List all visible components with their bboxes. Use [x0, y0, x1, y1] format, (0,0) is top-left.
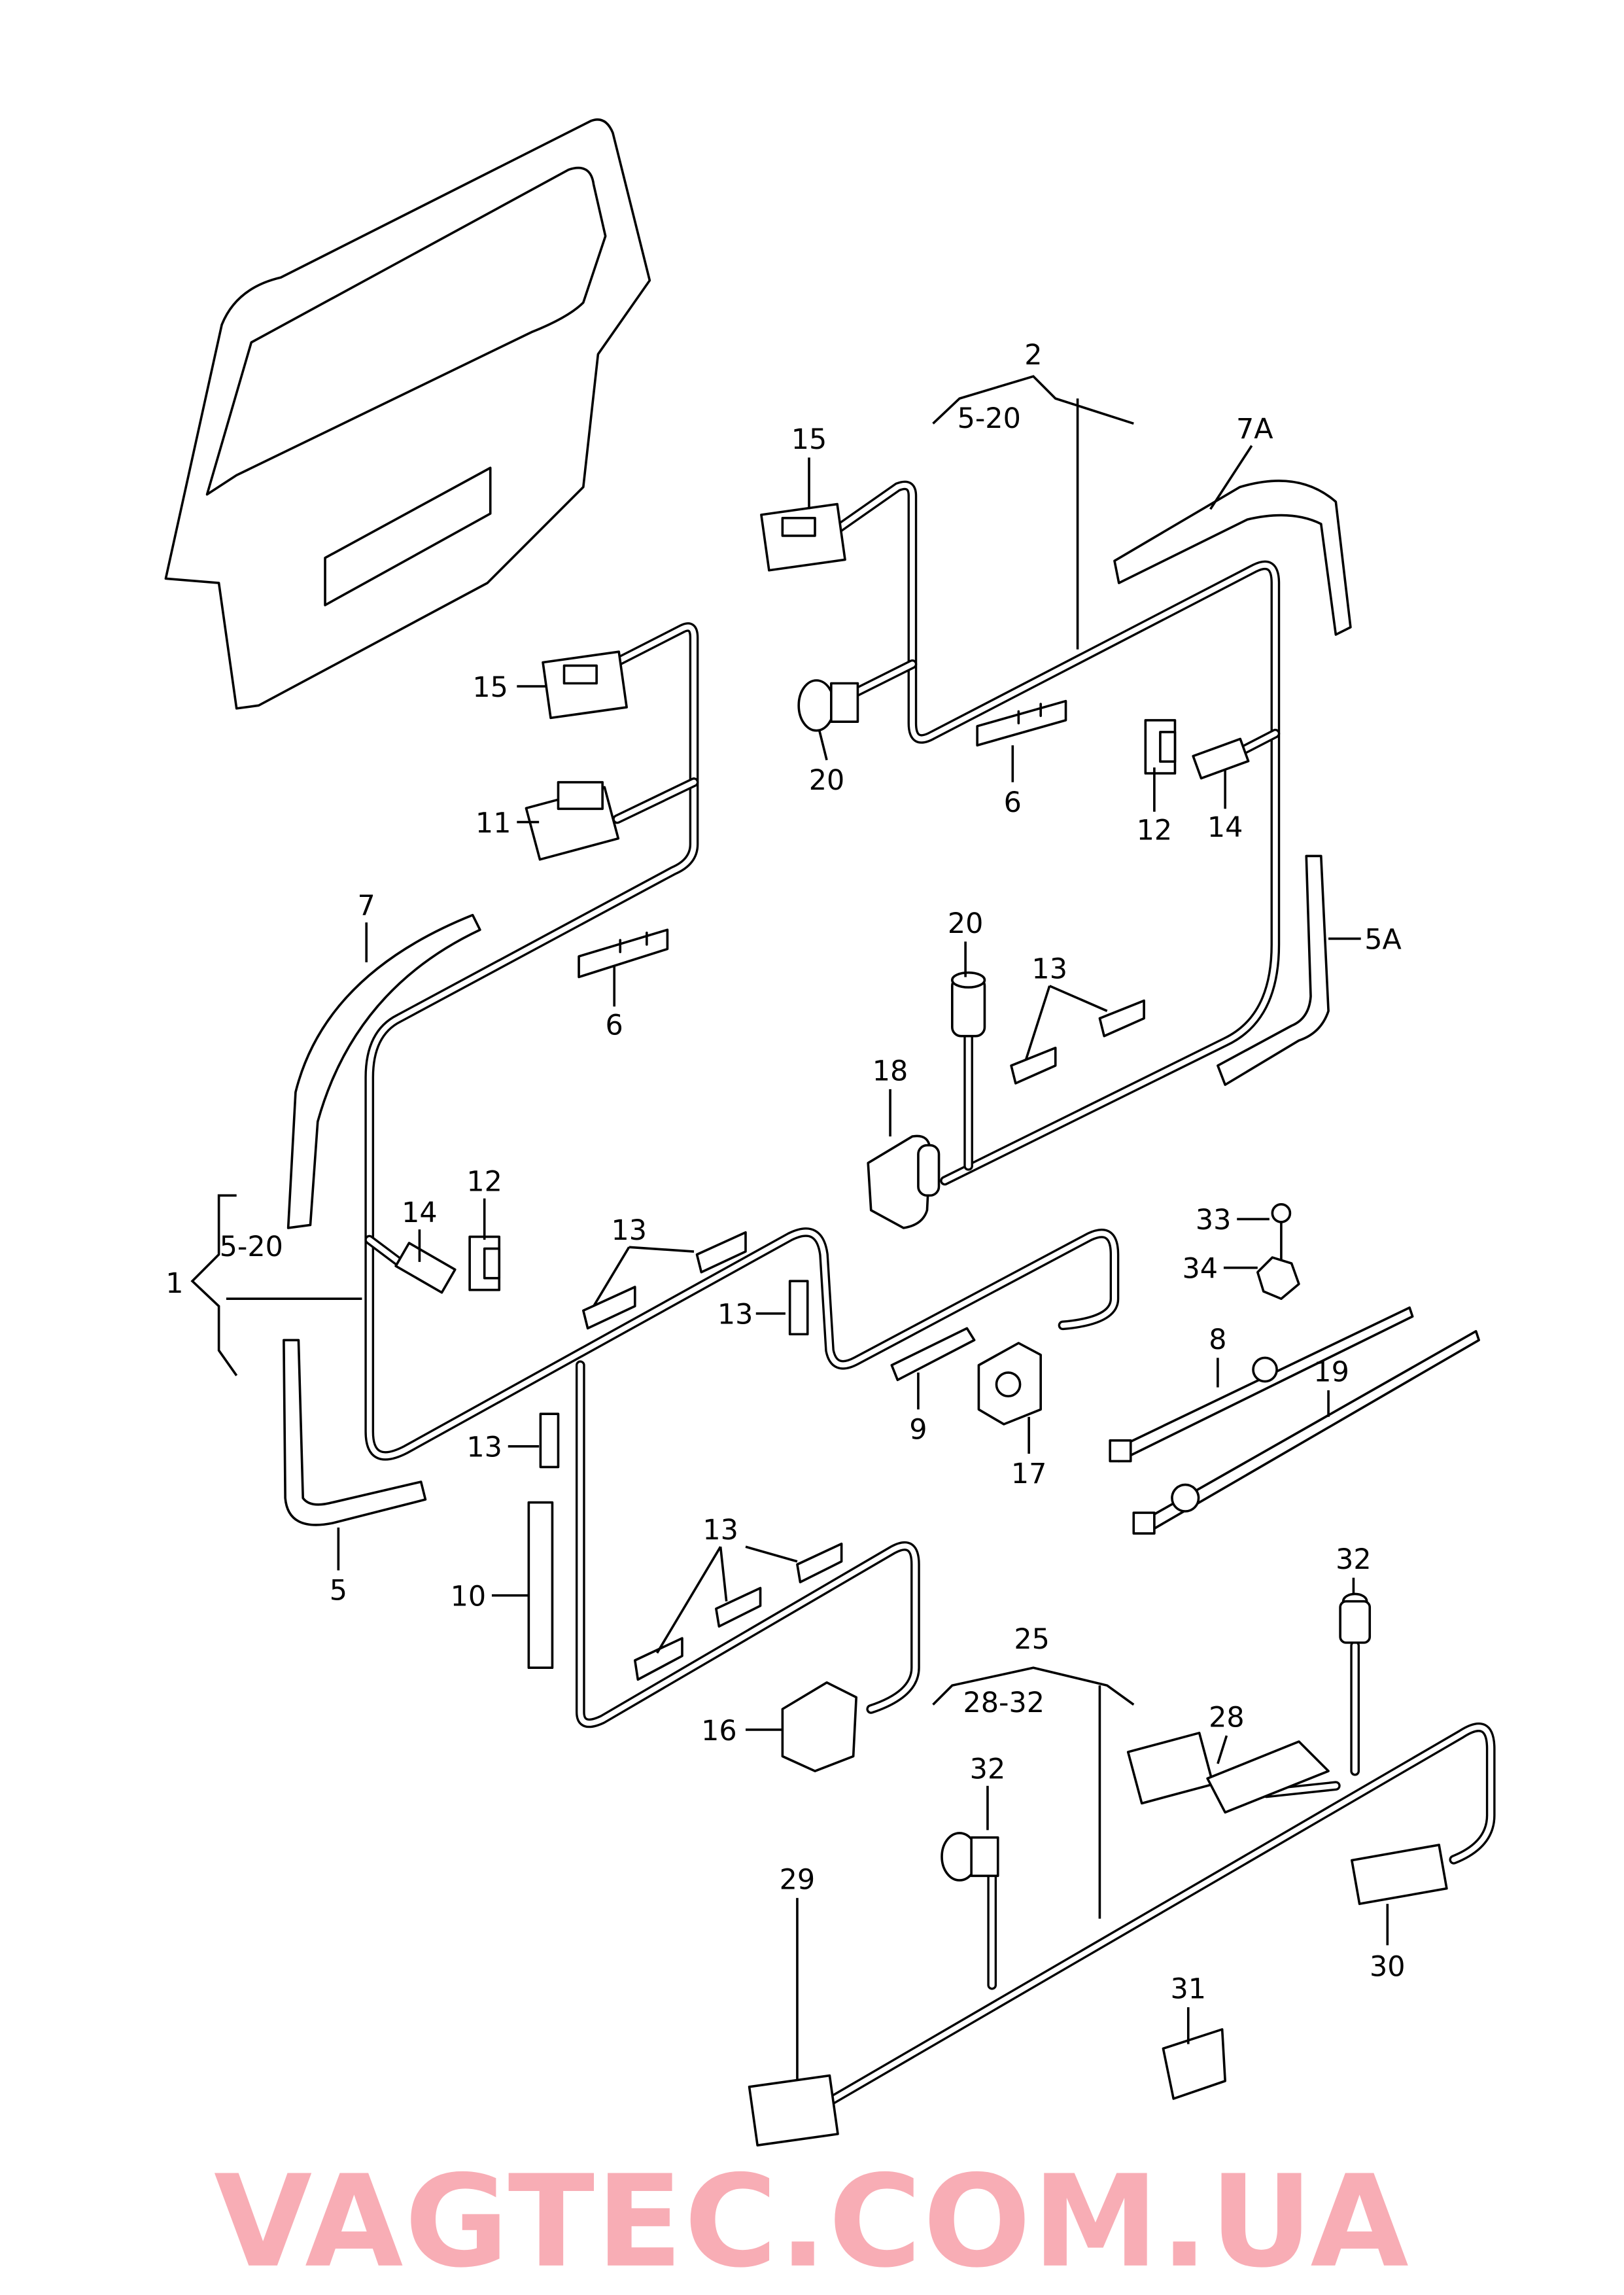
callout-33: 33 [1196, 1204, 1232, 1236]
callout-32-upper: 32 [1336, 1543, 1372, 1576]
grommet-32-upper [1339, 1592, 1372, 1644]
callout-19: 19 [1313, 1356, 1349, 1389]
tailgate-panel [164, 118, 651, 710]
callout-20-mid: 20 [948, 907, 984, 940]
connector-15-upper [760, 502, 846, 572]
cable-tie-8 [1109, 1306, 1414, 1463]
holder-6-upper [976, 699, 1067, 747]
callout-30: 30 [1370, 1951, 1406, 1984]
callout-5A: 5A [1364, 924, 1402, 956]
callout-7: 7 [358, 890, 375, 922]
connector-29 [748, 2074, 839, 2146]
connector-17 [977, 1342, 1042, 1426]
clip-31 [1162, 2028, 1226, 2100]
callout-25: 25 [1014, 1623, 1050, 1656]
callout-20-upper: 20 [809, 764, 845, 797]
callout-2: 2 [1024, 339, 1042, 372]
bracket-10 [527, 1501, 554, 1670]
grommet-20-upper [797, 679, 859, 732]
callout-1: 1 [165, 1267, 183, 1300]
watermark: VAGTEC.COM.UA [214, 2148, 1410, 2295]
connector-15-left [542, 650, 628, 720]
callout-12-upper: 12 [1137, 815, 1173, 847]
callout-13-lower: 13 [702, 1514, 738, 1547]
clip-12-upper [1144, 719, 1177, 775]
harness-1 [364, 622, 1120, 1728]
trim-strip-5 [283, 1339, 427, 1526]
callout-11: 11 [475, 807, 511, 839]
callout-9: 9 [909, 1414, 927, 1446]
callout-17: 17 [1011, 1458, 1047, 1490]
trim-strip-7A [1113, 480, 1352, 636]
callout-13-upper: 13 [1031, 953, 1067, 986]
callout-12-left: 12 [466, 1166, 502, 1199]
connector-16 [781, 1681, 857, 1772]
bracket-9 [890, 1327, 976, 1382]
grommet-32-lower [941, 1832, 999, 1882]
callout-6-upper: 6 [1004, 786, 1022, 819]
lamp-28 [1126, 1732, 1330, 1814]
connector-14-upper [1192, 737, 1250, 780]
screw-33 [1271, 1203, 1292, 1263]
callout-8: 8 [1209, 1323, 1226, 1356]
trim-strip-5A [1217, 854, 1330, 1086]
clips-13 [539, 999, 1145, 1681]
callout-2-range: 5-20 [958, 402, 1021, 435]
cable-tie-19 [1132, 1330, 1480, 1535]
trim-strip-7 [286, 913, 481, 1229]
callout-6-left: 6 [606, 1009, 623, 1042]
callout-10: 10 [451, 1580, 487, 1613]
callout-18: 18 [872, 1055, 908, 1087]
callout-15-upper: 15 [791, 423, 827, 456]
clip-12-left [468, 1235, 501, 1291]
callout-13-mid: 13 [611, 1214, 647, 1247]
callout-34: 34 [1183, 1253, 1218, 1286]
holder-6-left [578, 928, 669, 979]
callout-14-left: 14 [402, 1197, 438, 1229]
nut-34 [1256, 1256, 1300, 1301]
connector-30 [1351, 1844, 1448, 1905]
callout-25-range: 28-32 [963, 1687, 1045, 1719]
callout-14-upper: 14 [1207, 811, 1243, 844]
housing-18 [867, 1134, 941, 1229]
callout-5: 5 [330, 1574, 347, 1607]
leader-lines [190, 375, 1389, 2081]
callout-labels: 2 5-20 7A 15 15 11 20 6 12 14 7 6 20 13 … [165, 339, 1405, 2005]
connector-14-left [394, 1242, 457, 1294]
callout-15-left: 15 [472, 671, 508, 704]
callout-1-range: 5-20 [220, 1231, 283, 1263]
grommet-20-mid [951, 971, 986, 1038]
connector-11 [525, 780, 620, 861]
callout-31: 31 [1170, 1973, 1206, 2006]
callout-7A: 7A [1236, 413, 1273, 446]
callout-13-left: 13 [466, 1431, 502, 1464]
callout-28: 28 [1209, 1701, 1245, 1734]
callout-13-center: 13 [717, 1299, 753, 1331]
callout-16: 16 [701, 1715, 737, 1747]
callout-29: 29 [780, 1864, 816, 1897]
callout-32-lower: 32 [970, 1753, 1006, 1785]
